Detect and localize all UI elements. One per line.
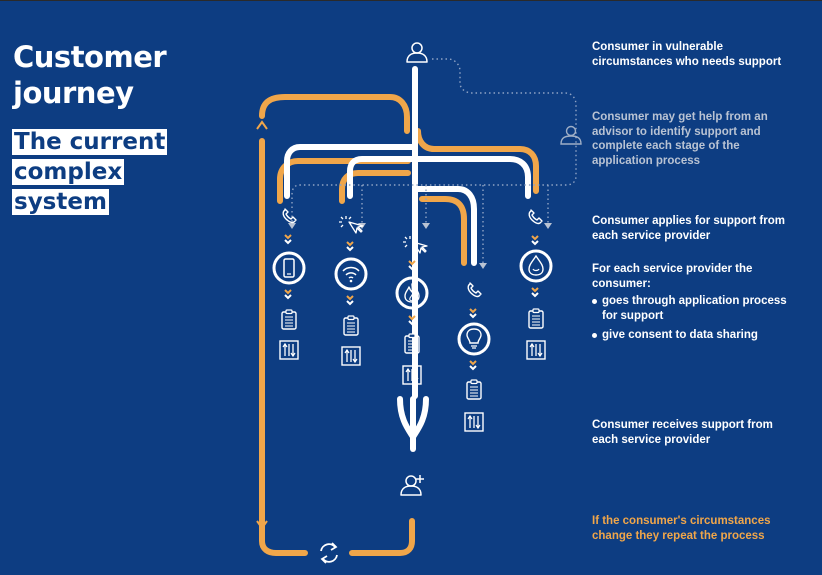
- provider-mobile: [272, 208, 306, 360]
- advisor-arrow-heads: [288, 223, 552, 269]
- note-advisor: Consumer may get help from an advisor to…: [592, 111, 768, 167]
- provider-water: [519, 209, 553, 360]
- clipboard-icon: [343, 315, 359, 336]
- note-repeat: If the consumer's circumstances change t…: [592, 515, 771, 542]
- flow-arrows-icon: [531, 235, 539, 245]
- provider-step: goes through application process for sup…: [592, 294, 797, 323]
- flow-arrows-icon: [284, 289, 292, 299]
- provider-electricity: [457, 282, 491, 432]
- provider-steps-list: goes through application process for sup…: [592, 294, 797, 343]
- note-provider-intro: For each service provider the consumer:: [592, 263, 753, 290]
- phone-icon: [467, 282, 482, 298]
- clipboard-icon: [528, 308, 544, 329]
- subtitle-line-1: The current: [12, 129, 168, 155]
- provider-energy: [395, 235, 429, 385]
- page-subtitle: The current complex system: [12, 127, 168, 217]
- wifi-icon: [334, 257, 368, 291]
- water-drop-icon: [519, 249, 553, 283]
- clipboard-icon: [466, 379, 482, 400]
- data-sharing-icon: [464, 412, 484, 432]
- subtitle-line-3: system: [12, 189, 109, 215]
- note-receives: Consumer receives support from each serv…: [592, 419, 773, 446]
- provider-step: give consent to data sharing: [592, 328, 797, 343]
- flow-arrows-icon: [284, 234, 292, 244]
- page-title: Customer journey: [13, 40, 167, 110]
- mobile-phone-icon: [272, 251, 306, 285]
- repeat-loop: [259, 94, 415, 556]
- subtitle-line-2: complex: [12, 159, 125, 185]
- note-applies: Consumer applies for support from each s…: [592, 215, 785, 242]
- cursor-click-icon: [338, 215, 364, 234]
- flow-arrows-icon: [346, 295, 354, 305]
- phone-icon: [528, 209, 543, 225]
- support-merge-icon: [397, 396, 429, 452]
- consumer-person-icon: [406, 42, 428, 63]
- refresh-icon: [320, 542, 338, 564]
- data-sharing-icon: [341, 346, 361, 366]
- note-consumer: Consumer in vulnerable circumstances who…: [592, 41, 782, 68]
- phone-icon: [282, 208, 297, 224]
- flame-icon: [395, 276, 429, 310]
- orange-branches: [277, 128, 539, 266]
- flow-arrows-icon: [346, 241, 354, 251]
- flow-arrows-icon: [531, 287, 539, 297]
- note-provider: For each service provider the consumer: …: [592, 262, 797, 348]
- flow-arrows-icon: [469, 360, 477, 370]
- flow-arrows-icon: [469, 308, 477, 318]
- data-sharing-icon: [279, 340, 299, 360]
- loop-arrows: [256, 120, 268, 530]
- provider-broadband: [334, 215, 368, 366]
- clipboard-icon: [281, 309, 297, 330]
- data-sharing-icon: [526, 340, 546, 360]
- advisor-links: [291, 58, 577, 263]
- person-add-icon: [400, 475, 424, 496]
- advisor-person-icon: [560, 125, 582, 145]
- lightbulb-icon: [457, 322, 491, 356]
